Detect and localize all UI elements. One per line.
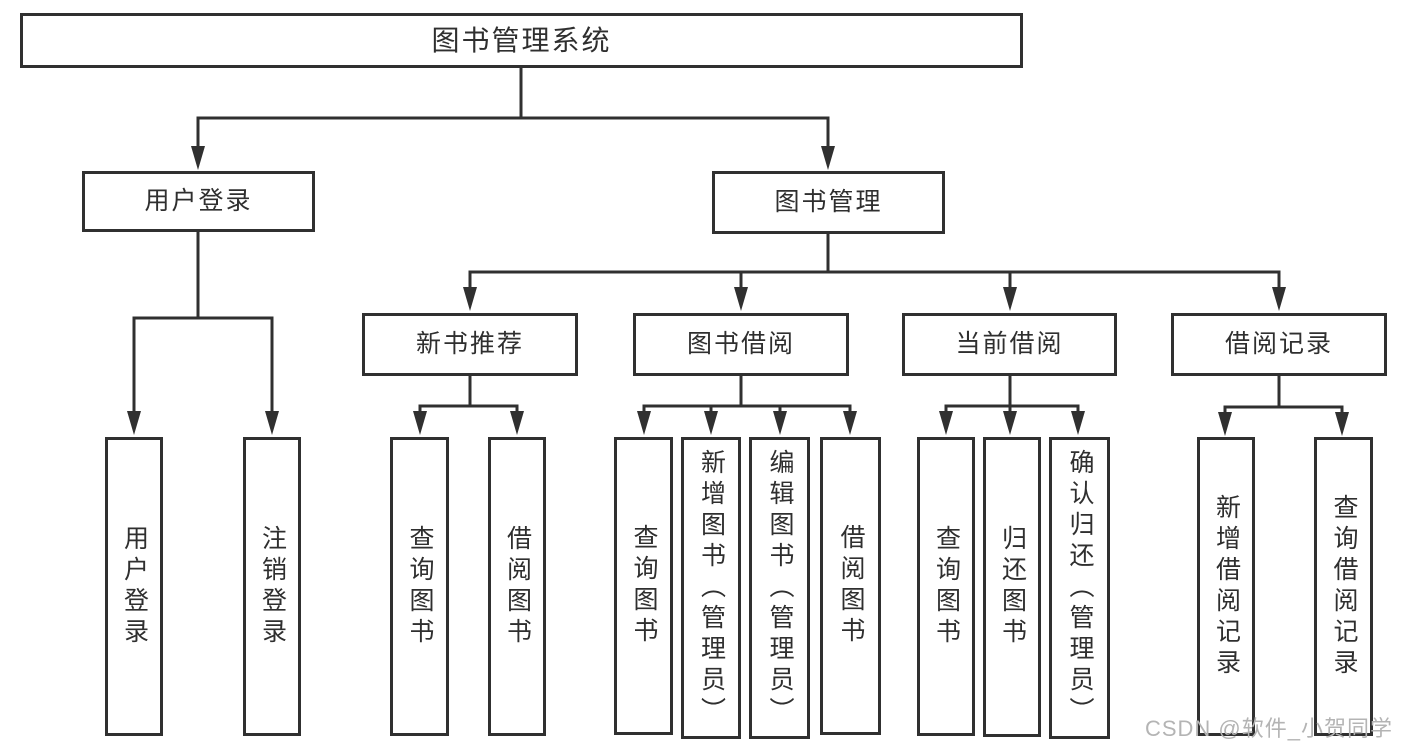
node-new-book-recommend: 新书推荐 [362,313,578,376]
node-user-login: 用户登录 [82,171,315,232]
connector-newbook-to-leaves [413,376,524,435]
connector-bookborrow-to-leaves [637,376,857,435]
node-leaf-newbook-query-label: 查询图书 [406,524,434,649]
connector-currentborrow-to-leaves [939,376,1085,435]
connector-root-to-level2 [191,68,835,170]
node-leaf-user-login: 用户登录 [105,437,163,736]
node-leaf-newbook-borrow-label: 借阅图书 [503,524,532,649]
node-leaf-record-add: 新增借阅记录 [1197,437,1255,736]
node-leaf-borrow-edit-admin-label: 编辑图书（管理员） [766,448,794,728]
node-leaf-user-login-label: 用户登录 [120,524,149,649]
node-borrow-record: 借阅记录 [1171,313,1387,376]
node-leaf-current-confirm-admin: 确认归还（管理员） [1049,437,1110,739]
node-borrow-record-label: 借阅记录 [1224,330,1333,358]
connector-userlogin-to-leaves [127,232,279,435]
node-leaf-newbook-query: 查询图书 [390,437,449,736]
node-root-label: 图书管理系统 [431,24,612,56]
node-leaf-current-confirm-admin-label: 确认归还（管理员） [1066,448,1094,728]
node-leaf-borrow-query-label: 查询图书 [630,524,658,648]
node-leaf-current-query-label: 查询图书 [932,524,961,649]
node-book-management: 图书管理 [712,171,945,234]
node-current-borrow-label: 当前借阅 [955,330,1064,358]
node-book-borrow: 图书借阅 [633,313,849,376]
node-leaf-borrow-add-admin: 新增图书（管理员） [681,437,741,739]
node-book-management-label: 图书管理 [774,188,883,216]
node-leaf-current-return: 归还图书 [983,437,1041,737]
connector-bookmgmt-to-level3 [463,234,1286,311]
node-leaf-current-return-label: 归还图书 [998,525,1027,649]
node-new-book-recommend-label: 新书推荐 [415,330,524,358]
node-root: 图书管理系统 [20,13,1023,68]
node-leaf-borrow-borrow-label: 借阅图书 [837,524,865,648]
node-leaf-record-query-label: 查询借阅记录 [1330,493,1358,680]
node-leaf-borrow-borrow: 借阅图书 [820,437,881,735]
node-leaf-borrow-edit-admin: 编辑图书（管理员） [749,437,810,739]
node-leaf-newbook-borrow: 借阅图书 [488,437,546,736]
node-user-login-label: 用户登录 [144,187,253,215]
node-leaf-borrow-query: 查询图书 [614,437,673,735]
node-leaf-logout-label: 注销登录 [258,524,287,649]
node-leaf-borrow-add-admin-label: 新增图书（管理员） [697,448,726,728]
node-book-borrow-label: 图书借阅 [686,330,795,358]
watermark-text: CSDN @软件_小贺同学 [1144,716,1393,741]
node-current-borrow: 当前借阅 [902,313,1117,376]
node-leaf-record-query: 查询借阅记录 [1314,437,1373,736]
connector-borrowrecord-to-leaves [1218,376,1349,436]
node-leaf-current-query: 查询图书 [917,437,975,736]
node-leaf-logout: 注销登录 [243,437,301,736]
node-leaf-record-add-label: 新增借阅记录 [1212,493,1241,680]
